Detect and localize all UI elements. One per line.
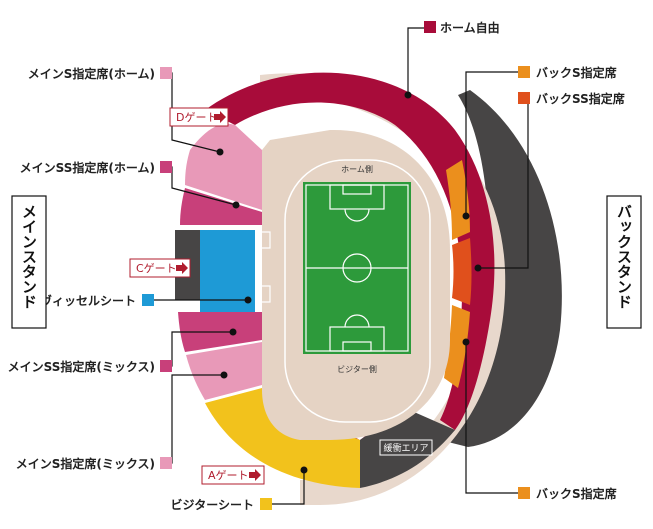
gate-d: Dゲート xyxy=(169,107,229,127)
label-visitor-side: ビジター側 xyxy=(337,364,377,374)
label-visitor-seat: ビジターシート xyxy=(170,497,254,512)
arrow-right-icon xyxy=(249,469,261,481)
label-main-ss-mix: メインSS指定席(ミックス) xyxy=(8,359,155,374)
section-main-ss-home xyxy=(180,188,262,225)
section-back-s-bottom xyxy=(444,305,470,388)
section-back-s-top xyxy=(446,160,470,240)
svg-text:Cゲート: Cゲート xyxy=(136,262,177,275)
swatch-back-s-top xyxy=(518,66,530,78)
section-back-ss xyxy=(452,238,472,305)
swatch-back-ss xyxy=(518,92,530,104)
label-back-s-top: バックS指定席 xyxy=(536,65,617,80)
buffer-area-label-box xyxy=(379,439,433,456)
svg-text:Aゲート: Aゲート xyxy=(208,469,249,482)
swatch-vissel-seat xyxy=(142,294,154,306)
label-buffer-area: 緩衝エリア xyxy=(383,442,428,454)
gate-c: Cゲート xyxy=(129,258,191,278)
swatch-main-ss-mix xyxy=(160,360,172,372)
swatch-main-s-mix xyxy=(160,457,172,469)
label-main-s-home: メインS指定席(ホーム) xyxy=(28,66,155,81)
label-main-ss-home: メインSS指定席(ホーム) xyxy=(20,160,155,175)
section-main-s-home xyxy=(185,123,262,210)
swatch-main-ss-home xyxy=(160,161,172,173)
swatch-main-s-home xyxy=(160,67,172,79)
back-stand-box xyxy=(606,195,642,329)
swatch-home-free xyxy=(424,21,436,33)
section-main-s-mix xyxy=(186,342,262,400)
label-main-stand: メインスタンド xyxy=(20,204,38,309)
gate-a: Aゲート xyxy=(201,465,265,485)
track-inner-line xyxy=(284,159,431,423)
label-back-ss: バックSS指定席 xyxy=(536,91,625,106)
label-vissel-seat: ヴィッセルシート xyxy=(40,293,136,308)
marker-dots xyxy=(216,91,482,474)
label-home-free: ホーム自由 xyxy=(440,20,500,35)
section-visitor-seat xyxy=(205,388,360,488)
arrow-right-icon xyxy=(176,262,188,274)
main-stand-box xyxy=(11,195,47,329)
label-back-s-bottom: バックS指定席 xyxy=(536,486,617,501)
label-main-s-mix: メインS指定席(ミックス) xyxy=(16,456,155,471)
label-home-side: ホーム側 xyxy=(341,164,373,174)
label-back-stand: バックスタンド xyxy=(615,204,633,309)
pitch-markings xyxy=(305,184,409,352)
svg-text:Dゲート: Dゲート xyxy=(176,111,217,124)
arrow-right-icon xyxy=(214,111,226,123)
section-vissel-seat xyxy=(200,230,255,312)
swatch-back-s-bottom xyxy=(518,487,530,499)
swatch-visitor-seat xyxy=(260,498,272,510)
